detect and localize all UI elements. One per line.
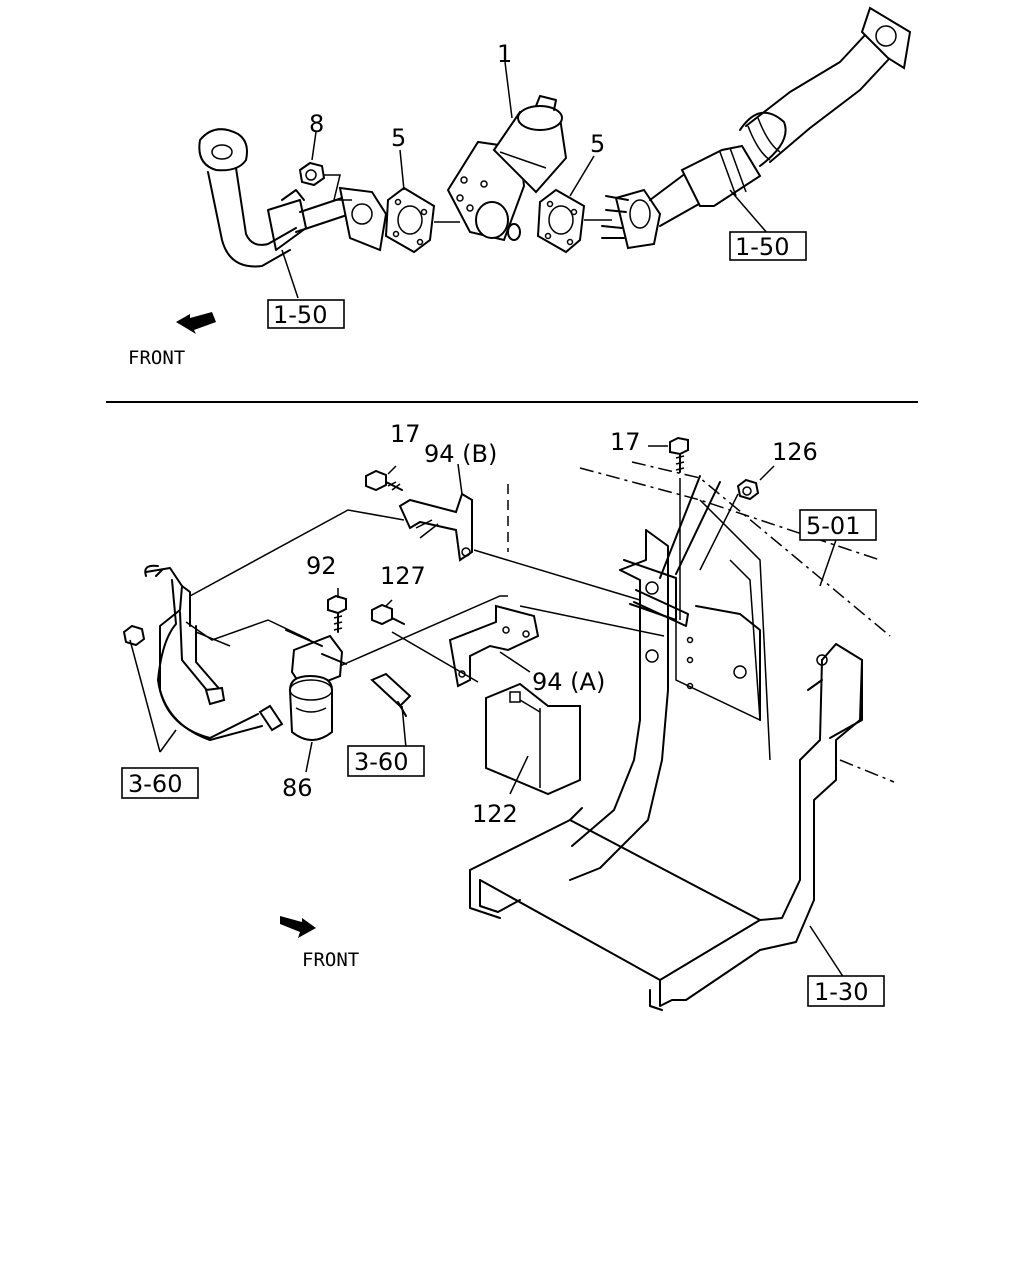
callout-126: 126 [772,438,818,466]
callout-122: 122 [472,800,518,828]
ref-box-3-60-right [347,745,425,777]
water-separator-86 [285,629,347,741]
ref-label-3-60-right: 3-60 [354,748,408,776]
callout-94b: 94 (B) [424,440,497,468]
nut-8 [298,161,352,201]
bolt-92 [327,594,347,633]
cover-122 [485,682,581,796]
bracket-94a [448,604,540,688]
muffler-1 [446,95,568,242]
ref-label-3-60-left: 3-60 [128,770,182,798]
callout-5-left: 5 [391,124,406,152]
tank-bracket-frame [469,475,863,1011]
front-arrow-bottom [280,916,316,938]
callout-94a: 94 (A) [532,668,605,696]
front-arrow-top [176,312,216,334]
ref-box-1-30 [807,975,885,1007]
ref-box-1-50-left [267,299,345,329]
ref-box-5-01 [799,509,877,541]
callout-92: 92 [306,552,337,580]
callout-8: 8 [309,110,324,138]
fuel-hoses [122,509,508,741]
callout-86: 86 [282,774,313,802]
ref-box-1-50-right [729,231,807,261]
top-leaders [281,61,769,299]
bracket-94b [398,492,473,562]
bolt-17-left [365,465,403,492]
gasket-5-left [384,186,460,254]
rear-pipe-flex [601,6,912,250]
callout-127: 127 [380,562,426,590]
callout-1: 1 [497,40,512,68]
nut-126 [699,465,775,571]
ref-label-1-30: 1-30 [814,978,868,1006]
top-exhaust-assembly [176,6,912,334]
front-pipe-left [198,128,388,268]
gasket-5-right [536,188,612,254]
ref-label-1-50-right: 1-50 [735,233,789,261]
callout-17-left: 17 [390,420,421,448]
bottom-tank-assembly [122,436,895,1011]
ref-label-5-01: 5-01 [806,512,860,540]
callout-17-right: 17 [610,428,641,456]
ref-box-3-60-left [121,767,199,799]
bolt-17-right [648,436,689,620]
bottom-leaders [129,463,845,979]
callout-5-right: 5 [590,130,605,158]
front-label-top: FRONT [128,347,185,369]
ref-label-1-50-left: 1-50 [273,301,327,329]
front-label-bottom: FRONT [302,949,359,971]
bolt-127 [371,599,405,626]
